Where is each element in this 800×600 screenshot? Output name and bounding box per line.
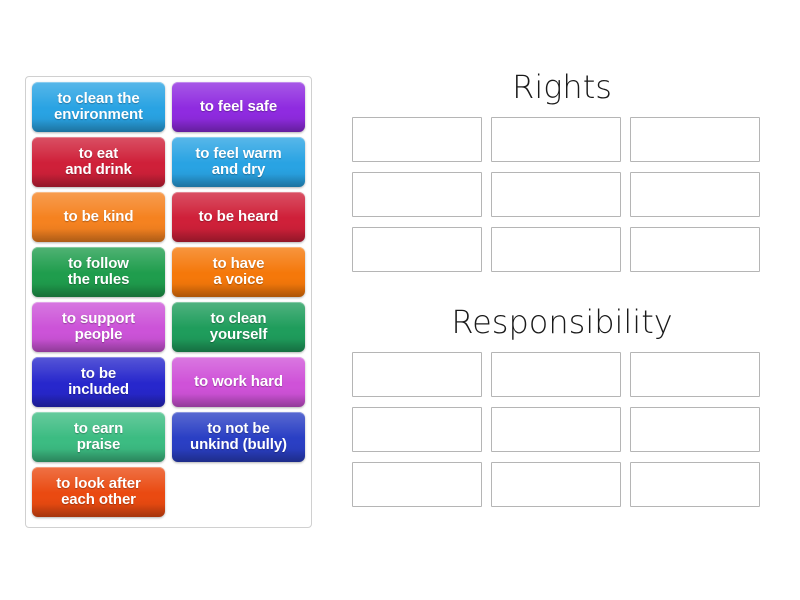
word-tile[interactable]: to look after each other [32, 467, 165, 517]
word-tile[interactable]: to not be unkind (bully) [172, 412, 305, 462]
word-tile[interactable]: to support people [32, 302, 165, 352]
word-tile[interactable]: to be included [32, 357, 165, 407]
word-tile-label: to feel warm and dry [195, 145, 282, 178]
word-tile-label: to clean yourself [209, 310, 268, 343]
category-responsibility: Responsibility [352, 303, 772, 508]
word-tile[interactable]: to earn praise [32, 412, 165, 462]
word-tile[interactable]: to feel safe [172, 82, 305, 132]
word-tile[interactable]: to feel warm and dry [172, 137, 305, 187]
word-tile-label: to earn praise [73, 420, 124, 453]
drop-slot-rights[interactable] [630, 172, 760, 218]
drop-slot-responsibility[interactable] [491, 352, 621, 398]
category-title-responsibility: Responsibility [451, 303, 673, 341]
category-rights: Rights [352, 68, 772, 273]
word-tile[interactable]: to eat and drink [32, 137, 165, 187]
word-tile[interactable]: to work hard [172, 357, 305, 407]
drop-slot-responsibility[interactable] [352, 352, 482, 398]
drop-slot-responsibility[interactable] [352, 407, 482, 453]
drop-slot-responsibility[interactable] [630, 352, 760, 398]
word-tile[interactable]: to clean yourself [172, 302, 305, 352]
word-tile-label: to follow the rules [67, 255, 130, 288]
drop-slot-rights[interactable] [491, 117, 621, 163]
drop-slot-responsibility[interactable] [630, 407, 760, 453]
word-tile-label: to look after each other [56, 475, 141, 508]
word-tile-grid: to clean the environment to feel safe to e… [32, 82, 305, 517]
word-tile-label: to eat and drink [65, 145, 132, 178]
word-tile-empty [172, 467, 305, 517]
drop-slot-rights[interactable] [352, 227, 482, 273]
drop-slot-responsibility[interactable] [491, 462, 621, 508]
word-tile-label: to clean the environment [54, 90, 143, 123]
word-tile-label: to be heard [198, 208, 279, 226]
word-tile-tray: to clean the environment to feel safe to e… [25, 76, 312, 528]
drop-slot-rights[interactable] [491, 227, 621, 273]
word-tile-label: to be included [68, 365, 129, 398]
word-tile[interactable]: to be kind [32, 192, 165, 242]
word-tile[interactable]: to have a voice [172, 247, 305, 297]
drop-slot-rights[interactable] [491, 172, 621, 218]
drop-slot-responsibility[interactable] [491, 407, 621, 453]
drop-slot-responsibility[interactable] [352, 462, 482, 508]
word-tile-label: to be kind [63, 208, 134, 226]
word-tile[interactable]: to be heard [172, 192, 305, 242]
word-tile-label: to have a voice [212, 255, 265, 288]
word-tile-label: to support people [61, 310, 136, 343]
drop-slot-rights[interactable] [352, 172, 482, 218]
drop-slot-rights[interactable] [352, 117, 482, 163]
drop-slot-grid-responsibility [352, 352, 772, 508]
word-tile-label: to work hard [194, 373, 283, 391]
category-title-rights: Rights [512, 68, 612, 106]
word-tile-label: to feel safe [199, 98, 278, 116]
drop-slot-rights[interactable] [630, 117, 760, 163]
drop-slot-grid-rights [352, 117, 772, 273]
word-tile[interactable]: to follow the rules [32, 247, 165, 297]
drop-slot-responsibility[interactable] [630, 462, 760, 508]
word-tile[interactable]: to clean the environment [32, 82, 165, 132]
drop-slot-rights[interactable] [630, 227, 760, 273]
word-tile-label: to not be unkind (bully) [190, 420, 287, 453]
